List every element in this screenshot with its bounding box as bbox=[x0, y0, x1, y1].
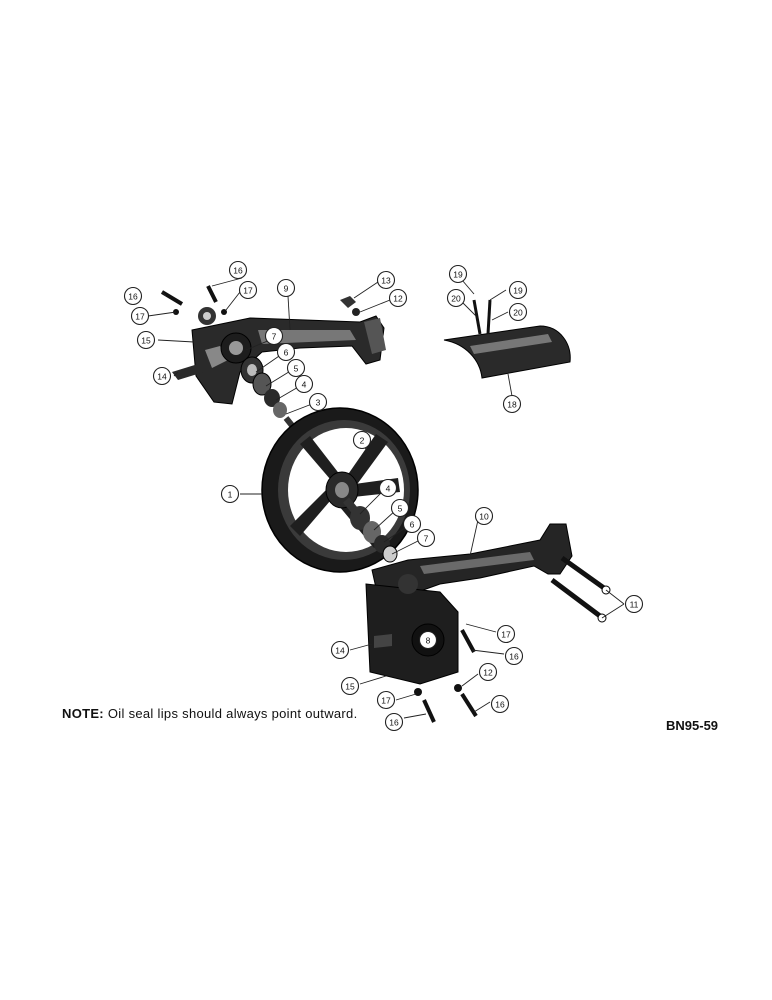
callout-label: 16 bbox=[509, 652, 519, 662]
callout-14: 14 bbox=[330, 640, 350, 660]
callout-20: 20 bbox=[446, 288, 466, 308]
callout-15: 15 bbox=[136, 330, 156, 350]
callout-label: 12 bbox=[483, 668, 493, 678]
note-text: Oil seal lips should always point outwar… bbox=[107, 706, 358, 721]
figure-code: BN95-59 bbox=[666, 718, 719, 733]
callout-20: 20 bbox=[508, 302, 528, 322]
callout-label: 15 bbox=[141, 336, 151, 346]
callout-16: 16 bbox=[123, 286, 143, 306]
callout-label: 14 bbox=[157, 372, 167, 382]
callout-label: 11 bbox=[630, 600, 639, 610]
callout-label: 16 bbox=[233, 266, 243, 276]
callout-9: 9 bbox=[276, 278, 296, 298]
callout-label: 5 bbox=[294, 364, 299, 374]
callout-2: 2 bbox=[352, 430, 372, 450]
callout-6: 6 bbox=[402, 514, 422, 534]
upper-bolts bbox=[160, 285, 360, 316]
callout-16: 16 bbox=[504, 646, 524, 666]
callout-label: 19 bbox=[513, 286, 523, 296]
callout-16: 16 bbox=[228, 260, 248, 280]
callout-1: 1 bbox=[220, 484, 240, 504]
callout-label: 16 bbox=[389, 718, 399, 728]
callout-label: 20 bbox=[513, 308, 523, 318]
callout-label: 7 bbox=[424, 534, 429, 544]
callout-label: 8 bbox=[426, 636, 431, 646]
callout-3: 3 bbox=[308, 392, 328, 412]
callout-label: 4 bbox=[386, 484, 391, 494]
lower-arm-assembly bbox=[365, 523, 573, 685]
callout-4: 4 bbox=[378, 478, 398, 498]
callout-7: 7 bbox=[416, 528, 436, 548]
lower-bearing-stack bbox=[342, 497, 398, 563]
callout-6: 6 bbox=[276, 342, 296, 362]
callout-5: 5 bbox=[286, 358, 306, 378]
callout-label: 6 bbox=[410, 520, 415, 530]
callout-19: 19 bbox=[508, 280, 528, 300]
callout-label: 17 bbox=[243, 286, 253, 296]
callout-label: 5 bbox=[398, 504, 403, 514]
leader-lines bbox=[147, 277, 625, 719]
callout-17: 17 bbox=[238, 280, 258, 300]
oil-seal-note: NOTE: Oil seal lips should always point … bbox=[62, 706, 357, 721]
callout-label: 18 bbox=[507, 400, 517, 410]
lower-bolts bbox=[414, 555, 611, 723]
callout-label: 7 bbox=[272, 332, 277, 342]
callout-16: 16 bbox=[384, 712, 404, 732]
callout-7: 7 bbox=[264, 326, 284, 346]
callout-15: 15 bbox=[340, 676, 360, 696]
callout-11: 11 bbox=[624, 594, 644, 614]
callout-label: 17 bbox=[135, 312, 145, 322]
callout-13: 13 bbox=[376, 270, 396, 290]
callout-label: 19 bbox=[453, 270, 463, 280]
callout-8: 8 bbox=[418, 630, 438, 650]
note-label: NOTE: bbox=[62, 706, 104, 721]
callout-label: 17 bbox=[501, 630, 511, 640]
callout-17: 17 bbox=[496, 624, 516, 644]
callout-10: 10 bbox=[474, 506, 494, 526]
callout-label: 15 bbox=[345, 682, 355, 692]
callout-label: 4 bbox=[302, 380, 307, 390]
callout-17: 17 bbox=[130, 306, 150, 326]
callout-label: 12 bbox=[393, 294, 403, 304]
belt-shield bbox=[443, 299, 571, 379]
callout-label: 9 bbox=[284, 284, 289, 294]
callout-14: 14 bbox=[152, 366, 172, 386]
callout-19: 19 bbox=[448, 264, 468, 284]
callout-12: 12 bbox=[388, 288, 408, 308]
callout-label: 14 bbox=[335, 646, 345, 656]
callout-label: 16 bbox=[495, 700, 505, 710]
callout-label: 2 bbox=[360, 436, 365, 446]
callout-17: 17 bbox=[376, 690, 396, 710]
callout-label: 20 bbox=[451, 294, 461, 304]
callout-16: 16 bbox=[490, 694, 510, 714]
callout-label: 10 bbox=[479, 512, 489, 522]
callout-5: 5 bbox=[390, 498, 410, 518]
callout-label: 16 bbox=[128, 292, 138, 302]
callout-label: 3 bbox=[316, 398, 321, 408]
callout-label: 6 bbox=[284, 348, 289, 358]
callout-label: 1 bbox=[228, 490, 233, 500]
callout-label: 13 bbox=[381, 276, 391, 286]
callout-12: 12 bbox=[478, 662, 498, 682]
callout-18: 18 bbox=[502, 394, 522, 414]
callout-4: 4 bbox=[294, 374, 314, 394]
callout-label: 17 bbox=[381, 696, 391, 706]
